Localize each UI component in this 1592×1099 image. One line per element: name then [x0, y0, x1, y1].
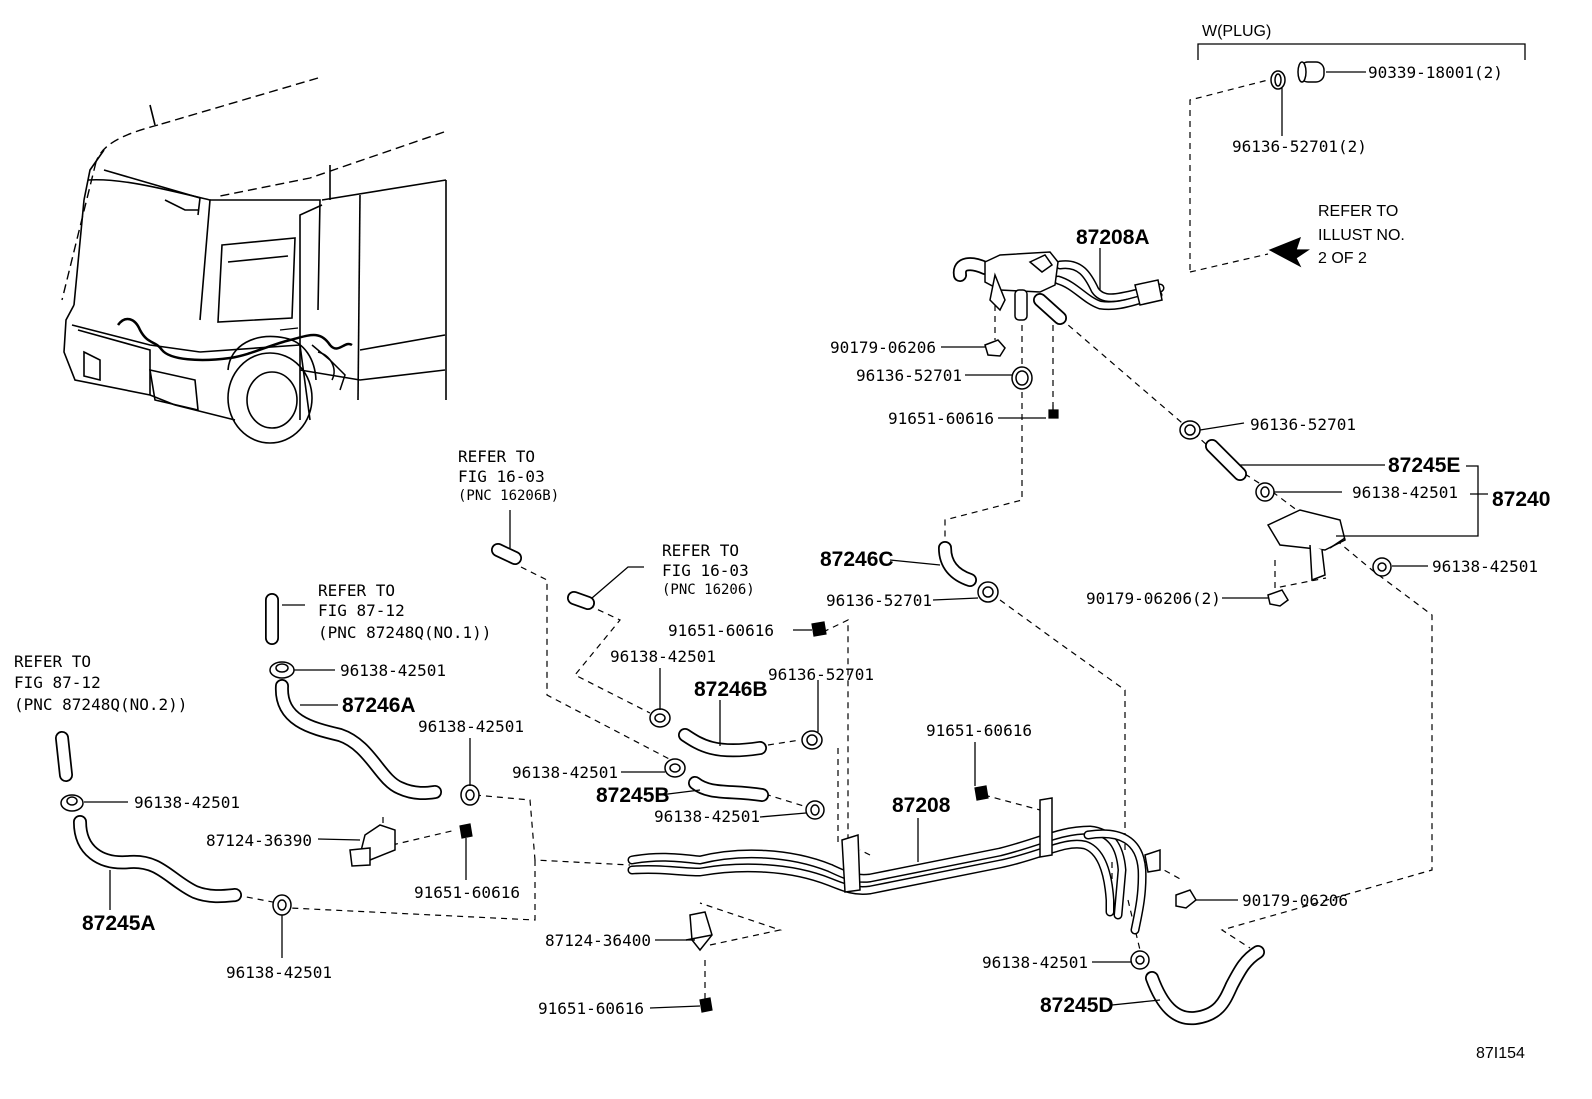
- callout-87245A: 87245A: [82, 912, 156, 935]
- callout-96136-52701-plug: 96136-52701(2): [1232, 137, 1367, 156]
- callout-87246A: 87246A: [342, 694, 416, 717]
- ref-fig-16-03-b-line-1: REFER TO: [458, 447, 535, 466]
- callout-87245B: 87245B: [596, 784, 670, 807]
- callout-87240: 87240: [1492, 488, 1550, 511]
- callout-87208A: 87208A: [1076, 226, 1150, 249]
- ref-fig-87-12-no1-line-1: REFER TO: [318, 581, 395, 600]
- ref-fig-87-12-no1-line-2: FIG 87-12: [318, 601, 405, 620]
- callout-96138-42501-87245B-top: 96138-42501: [512, 763, 618, 782]
- callout-90339-18001: 90339-18001(2): [1368, 63, 1503, 82]
- callout-96138-42501-87245A-top: 96138-42501: [134, 793, 240, 812]
- vehicle-illustration: [61, 77, 447, 444]
- callout-96136-52701-87246C: 96136-52701: [826, 591, 932, 610]
- callout-96138-42501-87246A-top: 96138-42501: [340, 661, 446, 680]
- callout-91651-60616-bottom: 91651-60616: [538, 999, 644, 1018]
- refer-illust-line-1: REFER TO: [1318, 203, 1398, 220]
- connection-lines: [235, 79, 1433, 1005]
- callout-87124-36400: 87124-36400: [545, 931, 651, 950]
- callout-91651-60616-bracket: 91651-60616: [414, 883, 520, 902]
- ref-fig-87-12-no2-line-3: (PNC 87248Q(NO.2)): [14, 695, 187, 714]
- callout-90179-06206-2: 90179-06206(2): [1086, 589, 1221, 608]
- callout-87246C: 87246C: [820, 548, 894, 571]
- diagram-code: 87I154: [1476, 1045, 1525, 1062]
- leader-lines: [84, 43, 1526, 1009]
- ref-fig-16-03-line-3: (PNC 16206): [662, 582, 755, 598]
- callout-96138-42501-87245B: 96138-42501: [654, 807, 760, 826]
- callout-87124-36390: 87124-36390: [206, 831, 312, 850]
- refer-illust-line-2: ILLUST NO.: [1318, 227, 1405, 244]
- hardware-parts: [60, 61, 1392, 1013]
- callout-96138-42501-87246B: 96138-42501: [610, 647, 716, 666]
- callout-96138-42501-far-right: 96138-42501: [1432, 557, 1538, 576]
- ref-fig-16-03-line-2: FIG 16-03: [662, 561, 749, 580]
- ref-fig-87-12-no2-line-2: FIG 87-12: [14, 673, 101, 692]
- ref-fig-87-12-no1-line-3: (PNC 87248Q(NO.1)): [318, 623, 491, 642]
- callout-96138-42501-87246A-end: 96138-42501: [418, 717, 524, 736]
- ref-fig-16-03-line-1: REFER TO: [662, 541, 739, 560]
- refer-illust-line-3: 2 OF 2: [1318, 250, 1367, 267]
- hoses: [55, 257, 1265, 1026]
- callout-87245D: 87245D: [1040, 994, 1114, 1017]
- labels: W(PLUG) REFER TO ILLUST NO. 2 OF 2 REFER…: [14, 23, 1550, 1062]
- callout-96138-42501-87245D: 96138-42501: [982, 953, 1088, 972]
- callout-91651-60616-mid: 91651-60616: [668, 621, 774, 640]
- callout-91651-60616-87208: 91651-60616: [926, 721, 1032, 740]
- callout-96138-42501-87240: 96138-42501: [1352, 483, 1458, 502]
- plug-group-label: W(PLUG): [1202, 23, 1271, 40]
- callout-90179-06206-right: 90179-06206: [1242, 891, 1348, 910]
- ref-fig-87-12-no2-line-1: REFER TO: [14, 652, 91, 671]
- callout-96136-52701-87246B: 96136-52701: [768, 665, 874, 684]
- callout-96136-52701-valve: 96136-52701: [856, 366, 962, 385]
- ref-fig-16-03-b-line-2: FIG 16-03: [458, 467, 545, 486]
- ref-fig-16-03-b-line-3: (PNC 16206B): [458, 488, 559, 504]
- callout-96136-52701-right: 96136-52701: [1250, 415, 1356, 434]
- callout-91651-60616-valve: 91651-60616: [888, 409, 994, 428]
- callout-90179-06206-top: 90179-06206: [830, 338, 936, 357]
- callout-87208: 87208: [892, 794, 951, 817]
- callout-87246B: 87246B: [694, 678, 768, 701]
- callout-96138-42501-87245A-end: 96138-42501: [226, 963, 332, 982]
- callout-87245E: 87245E: [1388, 454, 1460, 477]
